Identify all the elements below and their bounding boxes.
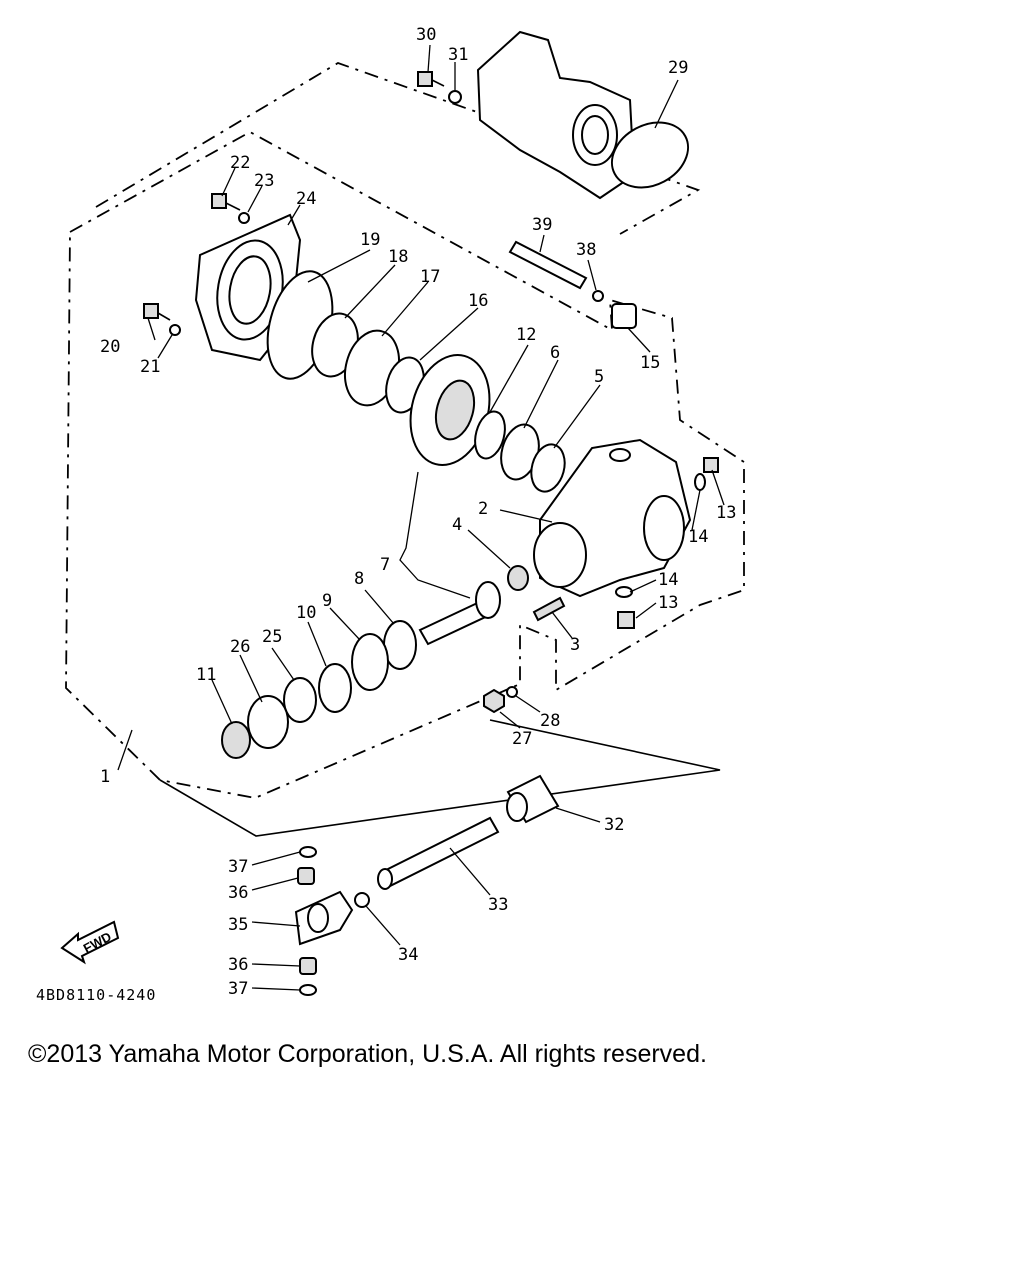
fwd-arrow-icon: FWD [60, 920, 120, 965]
part-28-washer [506, 686, 518, 698]
callout-35: 35 [228, 915, 248, 935]
part-9-bearing [351, 633, 389, 691]
leader-lines [117, 44, 725, 991]
callout-19: 19 [360, 230, 380, 250]
callout-3: 3 [570, 635, 580, 655]
callout-13-lower: 13 [658, 593, 678, 613]
part-34-circlip [354, 892, 370, 908]
part-22-bolt [211, 193, 241, 211]
callout-26: 26 [230, 637, 250, 657]
callout-17: 17 [420, 267, 440, 287]
part-27-nut [483, 688, 505, 714]
callout-12: 12 [516, 325, 536, 345]
part-35-universal-joint [294, 890, 354, 946]
part-2-differential-housing [533, 438, 692, 598]
fwd-label: FWD [81, 929, 114, 956]
part-38-clip [592, 290, 604, 302]
callout-32: 32 [604, 815, 624, 835]
part-36-bearing-cup-upper [297, 867, 315, 885]
callout-36-lower: 36 [228, 955, 248, 975]
part-4-bearing [507, 565, 529, 591]
callout-13-upper: 13 [716, 503, 736, 523]
callout-39: 39 [532, 215, 552, 235]
part-25-o-ring [283, 677, 317, 723]
part-26-bearing [247, 695, 289, 749]
callout-5: 5 [594, 367, 604, 387]
part-31-washer [448, 90, 462, 104]
exploded-parts-diagram: FWD [36, 25, 745, 1004]
callout-20: 20 [100, 337, 120, 357]
callout-7: 7 [380, 555, 390, 575]
part-30-bolt [417, 71, 445, 87]
callout-30: 30 [416, 25, 436, 45]
callout-2: 2 [478, 499, 488, 519]
callout-18: 18 [388, 247, 408, 267]
callout-11: 11 [196, 665, 216, 685]
callout-6: 6 [550, 343, 560, 363]
part-23-washer [238, 212, 250, 224]
callout-36-upper: 36 [228, 883, 248, 903]
callout-10: 10 [296, 603, 316, 623]
callouts: 30 31 29 22 23 24 39 38 19 18 17 16 12 6… [100, 25, 736, 999]
callout-22: 22 [230, 153, 250, 173]
callout-27: 27 [512, 729, 532, 749]
callout-15: 15 [640, 353, 660, 373]
callout-33: 33 [488, 895, 508, 915]
callout-8: 8 [354, 569, 364, 589]
callout-37-upper: 37 [228, 857, 248, 877]
part-13-drain-plug-lower [617, 611, 635, 629]
callout-14-lower: 14 [658, 570, 678, 590]
callout-4: 4 [452, 515, 462, 535]
callout-21: 21 [140, 357, 160, 377]
copyright-notice: ©2013 Yamaha Motor Corporation, U.S.A. A… [28, 1040, 707, 1068]
part-21-washer [169, 324, 181, 336]
callout-24: 24 [296, 189, 316, 209]
callout-23: 23 [254, 171, 274, 191]
callout-37-lower: 37 [228, 979, 248, 999]
part-14-washer-lower [615, 586, 633, 598]
callout-38: 38 [576, 240, 596, 260]
part-20-bolt [143, 303, 171, 321]
part-29-housing-cover [476, 30, 690, 200]
shaft-group-boundary [159, 719, 721, 837]
part-37-clip-upper [299, 846, 317, 858]
part-7-pinion-gear [418, 581, 501, 646]
callout-14-upper: 14 [688, 527, 708, 547]
part-15-plug [611, 303, 637, 329]
drawing-code: 4BD8110-4240 [36, 986, 156, 1004]
callout-9: 9 [322, 591, 332, 611]
part-13-drain-plug-upper [703, 457, 719, 473]
part-14-washer-upper [694, 473, 706, 491]
callout-25: 25 [262, 627, 282, 647]
callout-34: 34 [398, 945, 418, 965]
callout-28: 28 [540, 711, 560, 731]
part-39-pin [508, 240, 588, 290]
part-32-coupling [506, 774, 560, 824]
callout-1: 1 [100, 767, 110, 787]
part-10-nut [318, 663, 352, 713]
assembly-1-boundary [65, 130, 745, 799]
part-37-clip-lower [299, 984, 317, 996]
part-33-drive-shaft [377, 816, 500, 890]
part-3-stud [532, 596, 566, 622]
part-12-thrust-washer [474, 410, 506, 460]
callout-16: 16 [468, 291, 488, 311]
callout-31: 31 [448, 45, 468, 65]
part-36-bearing-cup-lower [299, 957, 317, 975]
part-11-seal [221, 721, 251, 759]
callout-29: 29 [668, 58, 688, 78]
part-5-oil-seal [530, 443, 566, 493]
